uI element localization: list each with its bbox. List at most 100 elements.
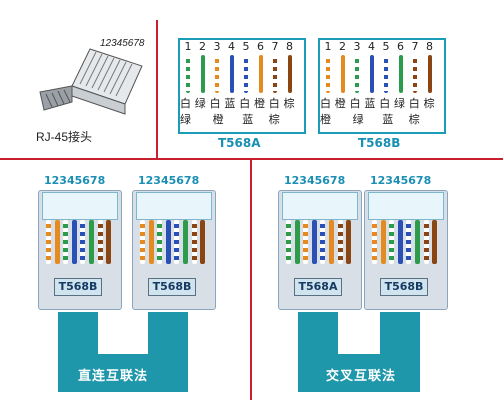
plug-wire-6 xyxy=(329,220,334,264)
standard-caption: T568A xyxy=(218,136,261,150)
color-label-top: 白 xyxy=(209,97,221,110)
color-label-top: 蓝 xyxy=(224,97,236,110)
plug-wire-1 xyxy=(46,220,51,264)
plug-wire-6 xyxy=(415,220,420,264)
divider-vertical-bottom xyxy=(250,158,252,400)
plug-wire-4 xyxy=(165,220,171,264)
plug-pin-label: 12345678 xyxy=(44,174,106,187)
plug-wire-6 xyxy=(89,220,94,264)
color-label-bottom: 蓝 xyxy=(382,113,394,126)
pin-number: 5 xyxy=(242,40,250,53)
plug-wire-3 xyxy=(63,220,69,264)
plug-contacts xyxy=(136,192,212,220)
standard-box-t568b xyxy=(318,38,446,134)
color-label-top: 蓝 xyxy=(364,97,376,110)
color-label-top: 棕 xyxy=(423,97,435,110)
wire-4 xyxy=(229,55,234,93)
pin-number: 6 xyxy=(257,40,264,53)
wire-2 xyxy=(340,55,345,93)
color-label-top: 橙 xyxy=(254,97,265,110)
cable-gap xyxy=(338,312,380,354)
plug-pin-label: 12345678 xyxy=(138,174,200,187)
plug-wire-8 xyxy=(432,220,438,264)
color-label-bottom: 绿 xyxy=(180,113,191,126)
plug-wire-7 xyxy=(337,220,343,264)
plug-standard-label: T568B xyxy=(380,278,428,296)
rj45-plug-icon xyxy=(39,48,143,115)
wire-7 xyxy=(413,55,417,93)
pin-number: 2 xyxy=(199,40,206,53)
color-label-bottom: 棕 xyxy=(408,113,420,126)
plug-wire-5 xyxy=(80,220,86,264)
plug-wire-8 xyxy=(200,220,206,264)
plug-wire-1 xyxy=(372,220,377,264)
pin-number: 3 xyxy=(213,40,221,53)
plug-wire-3 xyxy=(389,220,395,264)
plug-wire-8 xyxy=(106,220,112,264)
color-label-top: 白 xyxy=(239,97,251,110)
wire-6 xyxy=(258,55,263,93)
wire-7 xyxy=(273,55,277,93)
wire-3 xyxy=(215,55,219,93)
rj45-connector: 12345678 RJ-45接头 xyxy=(30,30,150,150)
pin-number: 7 xyxy=(271,40,279,53)
plug-standard-label: T568A xyxy=(294,278,342,296)
color-label-top: 白 xyxy=(180,97,191,110)
pin-number: 1 xyxy=(184,40,192,53)
pin-number: 4 xyxy=(228,40,235,53)
color-label-bottom: 棕 xyxy=(268,113,280,126)
pin-number: 8 xyxy=(286,40,293,53)
color-label-bottom: 橙 xyxy=(212,113,224,126)
pin-number: 3 xyxy=(353,40,361,53)
plug-wire-2 xyxy=(54,220,60,264)
plug-wire-5 xyxy=(174,220,180,264)
plug-wire-8 xyxy=(346,220,352,264)
color-label-bottom: 绿 xyxy=(352,113,364,126)
plug-contacts xyxy=(368,192,444,220)
pin-number: 8 xyxy=(426,40,433,53)
wire-4 xyxy=(369,55,374,93)
plug-wire-5 xyxy=(320,220,326,264)
plug-wire-7 xyxy=(97,220,103,264)
plug-pin-label: 12345678 xyxy=(370,174,432,187)
plug-wire-7 xyxy=(423,220,429,264)
color-label-top: 绿 xyxy=(394,97,405,110)
wire-5 xyxy=(244,55,248,93)
plug-contacts xyxy=(282,192,358,220)
divider-vertical-top xyxy=(156,20,158,160)
cable-gap xyxy=(98,312,148,354)
plug-wire-4 xyxy=(397,220,403,264)
plug-standard-label: T568B xyxy=(148,278,196,296)
wire-1 xyxy=(186,55,190,93)
connector-caption: RJ-45接头 xyxy=(36,130,93,144)
color-label-bottom: 橙 xyxy=(320,113,331,126)
color-label-top: 白 xyxy=(379,97,391,110)
plug-contacts xyxy=(42,192,118,220)
wire-8 xyxy=(427,55,432,93)
wire-2 xyxy=(200,55,205,93)
plug-pin-label: 12345678 xyxy=(284,174,346,187)
wire-1 xyxy=(326,55,330,93)
connector-pin-label: 12345678 xyxy=(100,38,145,49)
plug-wire-4 xyxy=(311,220,317,264)
color-label-bottom: 蓝 xyxy=(242,113,254,126)
plug-wire-7 xyxy=(191,220,197,264)
color-label-top: 白 xyxy=(320,97,331,110)
pin-number: 2 xyxy=(339,40,346,53)
plug-wire-4 xyxy=(71,220,77,264)
pin-number: 5 xyxy=(382,40,390,53)
color-label-top: 棕 xyxy=(283,97,295,110)
standard-box-t568a xyxy=(178,38,306,134)
color-label-top: 橙 xyxy=(334,97,346,110)
plug-wire-5 xyxy=(406,220,412,264)
pin-number: 6 xyxy=(397,40,404,53)
pin-number: 4 xyxy=(368,40,375,53)
wire-8 xyxy=(287,55,292,93)
plug-wire-3 xyxy=(303,220,309,264)
plug-wire-3 xyxy=(157,220,163,264)
color-label-top: 白 xyxy=(349,97,361,110)
plug-wire-1 xyxy=(286,220,291,264)
color-label-top: 白 xyxy=(408,97,420,110)
plug-wire-2 xyxy=(380,220,386,264)
cable-caption: 直连互联法 xyxy=(78,369,149,384)
